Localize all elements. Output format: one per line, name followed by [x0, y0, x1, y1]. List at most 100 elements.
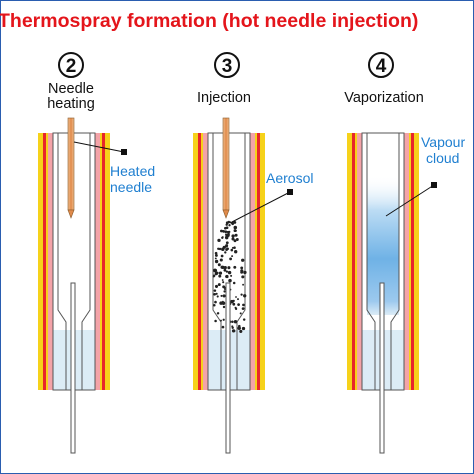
tube-wall-right [404, 133, 409, 390]
aerosol-particle [212, 274, 216, 277]
aerosol-particle [214, 259, 219, 264]
aerosol-particle [237, 326, 241, 331]
callout-heated-needle: Heated [110, 163, 155, 179]
panel-vaporization: 4 Vaporization Vapour cloud [344, 52, 465, 454]
aerosol-particle [227, 220, 231, 224]
aerosol-particle [239, 329, 243, 333]
aerosol-particle [220, 319, 222, 322]
aerosol-particle [222, 318, 225, 321]
aerosol-particle [214, 284, 219, 288]
aerosol-particle [235, 296, 237, 298]
aerosol-particle [220, 254, 224, 258]
aerosol-particle [231, 325, 234, 328]
aerosol-particle [218, 274, 222, 278]
inner-capillary [212, 133, 246, 390]
aerosol-particle [222, 305, 226, 309]
aerosol-particle [242, 303, 245, 307]
aerosol-particle [229, 257, 233, 261]
heated-needle [67, 117, 75, 211]
aerosol-particle [243, 270, 247, 275]
aerosol-particle [213, 304, 216, 307]
tube-wall-left [203, 133, 208, 390]
probe-rod [70, 282, 76, 454]
aerosol-particle [230, 248, 234, 252]
aerosol-particle [224, 226, 227, 230]
step-number-circle [214, 52, 240, 78]
aerosol-particle [225, 241, 229, 245]
step-number-circle [368, 52, 394, 78]
panel-needle-heating: 2 Needle heating Heated needle [38, 52, 155, 454]
aerosol-particle [229, 221, 232, 224]
aerosol-particle [231, 222, 234, 226]
step-number-circle [58, 52, 84, 78]
aerosol-particle [214, 319, 217, 323]
callout-vapour-cloud-line2: cloud [426, 150, 459, 166]
aerosol-particle [241, 307, 245, 310]
step-label: Vaporization [344, 90, 424, 106]
aerosol-particle [234, 250, 238, 254]
aerosol-particle [241, 258, 245, 262]
aerosol-particle [234, 233, 238, 237]
aerosol-particle [227, 270, 232, 275]
aerosol-particle [225, 248, 228, 251]
step-label: Needle [48, 81, 94, 97]
aerosol-particle [216, 312, 220, 315]
aerosol-particle [223, 245, 226, 249]
aerosol-particle [240, 271, 243, 274]
aerosol-particle [233, 265, 237, 269]
aerosol-particle [228, 230, 231, 234]
aerosol-particle [241, 275, 245, 279]
aerosol-particle [224, 235, 229, 240]
aerosol-particle [214, 253, 218, 257]
aerosol-particle [222, 294, 226, 298]
step-label-line2: heating [47, 96, 95, 112]
aerosol-particle [240, 266, 244, 270]
step-number: 2 [66, 56, 77, 77]
diagram-title: Thermospray formation (hot needle inject… [0, 10, 418, 32]
aerosol-particle [215, 271, 219, 275]
aerosol-particle [242, 283, 245, 286]
aerosol-particle [233, 225, 238, 230]
aerosol-particle [234, 229, 237, 232]
callout-leader [231, 191, 291, 223]
heater-band-right [257, 133, 260, 390]
aerosol-particles [212, 220, 247, 333]
aerosol-particle [223, 265, 227, 270]
tube-wall-right [250, 133, 255, 390]
aerosol-particle [214, 300, 217, 304]
heater-band-right [102, 133, 105, 390]
needle [222, 117, 230, 211]
aerosol-particle [218, 247, 222, 251]
heater-band-left [198, 133, 201, 390]
aerosol-particle [217, 283, 221, 287]
aerosol-particle [214, 257, 217, 260]
tube-wall-left [357, 133, 362, 390]
aerosol-particle [221, 279, 224, 281]
callout-marker [287, 189, 293, 195]
callout-vapour-cloud: Vapour [421, 134, 465, 150]
heater-band-right [411, 133, 414, 390]
aerosol-particle [221, 300, 224, 303]
aerosol-particle [221, 247, 225, 252]
aerosol-particle [233, 239, 237, 243]
probe-rod [379, 282, 385, 454]
aerosol-particle [233, 220, 237, 224]
step-number: 3 [222, 56, 233, 77]
heater-band-left [352, 133, 355, 390]
aerosol-particle [214, 251, 218, 255]
tube-wall-right [95, 133, 100, 390]
aerosol-particle [237, 303, 240, 306]
tube-wall-left [48, 133, 53, 390]
aerosol-particle [225, 245, 228, 248]
aerosol-particle [232, 302, 236, 306]
callout-leader [385, 184, 435, 217]
aerosol-particle [219, 258, 223, 262]
aerosol-particle [233, 329, 236, 333]
aerosol-particle [217, 263, 221, 267]
callout-heated-needle-line2: needle [110, 179, 152, 195]
aerosol-particle [227, 266, 231, 270]
aerosol-particle [217, 238, 221, 243]
aerosol-particle [225, 270, 229, 273]
aerosol-particle [234, 306, 237, 309]
